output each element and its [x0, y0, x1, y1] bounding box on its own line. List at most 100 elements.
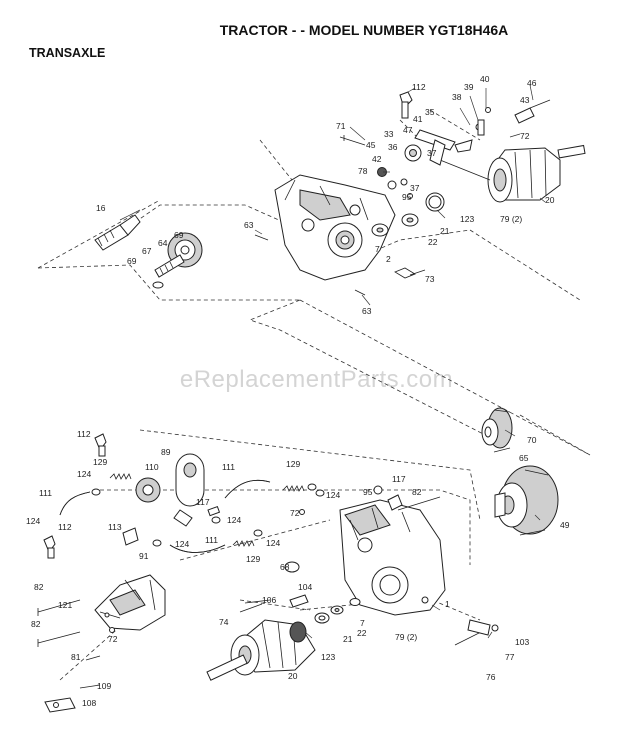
callout-37-upper: 37: [427, 148, 437, 158]
callout-106: 106: [262, 595, 276, 605]
callout-49: 49: [560, 520, 570, 530]
callout-68: 68: [280, 562, 290, 572]
callout-33: 33: [384, 129, 394, 139]
callout-121: 121: [58, 600, 72, 610]
filter-adapter-110: [135, 477, 221, 527]
section-title: TRANSAXLE: [29, 46, 106, 60]
callout-7-lower: 7: [360, 618, 365, 628]
callout-42: 42: [372, 154, 382, 164]
upper-axle-housing: [439, 144, 586, 203]
callout-124-center: 124: [175, 539, 189, 549]
gear-65-70: [481, 407, 513, 453]
callout-110: 110: [145, 462, 159, 472]
callout-71: 71: [336, 121, 346, 131]
bolts: [37, 496, 499, 713]
callout-69-upper: 69: [174, 230, 184, 240]
callout-81: 81: [71, 652, 81, 662]
callout-7-upper: 7: [375, 244, 380, 254]
lower-washers: [244, 594, 361, 624]
callout-1: 1: [445, 599, 450, 609]
callout-124-left: 124: [26, 516, 40, 526]
callout-103: 103: [515, 637, 529, 647]
callout-124-left-top: 124: [77, 469, 91, 479]
lower-axle-housing: [206, 619, 316, 681]
callout-129-lower: 129: [246, 554, 260, 564]
callout-65: 65: [519, 453, 529, 463]
callout-40: 40: [480, 74, 490, 84]
fittings: [43, 433, 403, 573]
callout-76: 76: [486, 672, 496, 682]
page-title: TRACTOR - - MODEL NUMBER YGT18H46A: [219, 22, 509, 38]
callout-124-right: 124: [266, 538, 280, 548]
callout-82-left-bottom: 82: [31, 619, 41, 629]
callout-72-upper: 72: [520, 131, 530, 141]
watermark: eReplacementParts.com: [179, 366, 454, 393]
callout-112-left: 112: [77, 429, 91, 439]
callout-111-lower: 111: [205, 535, 218, 545]
callout-124-mid-right: 124: [326, 490, 340, 500]
callout-82-right: 82: [412, 487, 422, 497]
hoses: [59, 479, 271, 553]
callout-123-lower: 123: [321, 652, 335, 662]
callout-38: 38: [452, 92, 462, 102]
callout-35: 35: [425, 107, 435, 117]
leader-lines: [119, 84, 546, 639]
callout-69-lower: 69: [127, 256, 137, 266]
callout-91: 91: [139, 551, 149, 561]
input-shaft-16: [94, 214, 141, 251]
callout-70: 70: [527, 435, 537, 445]
callout-64: 64: [158, 238, 168, 248]
callout-46: 46: [527, 78, 537, 88]
callout-43: 43: [520, 95, 530, 105]
callout-104: 104: [298, 582, 312, 592]
callout-21-upper: 21: [440, 226, 450, 236]
callout-22-upper: 22: [428, 237, 438, 247]
callout-79-lower: 79 (2): [395, 632, 417, 642]
filter-89: [175, 453, 205, 507]
callout-89: 89: [161, 447, 171, 457]
callout-79-upper: 79 (2): [500, 214, 522, 224]
springs-129: [109, 473, 305, 547]
callout-37-mid: 37: [410, 183, 420, 193]
callout-123-upper: 123: [460, 214, 474, 224]
upper-housing-half: [274, 174, 396, 281]
callout-72-lower: 72: [108, 634, 118, 644]
callout-20-lower: 20: [288, 671, 298, 681]
callout-117-right: 117: [392, 474, 406, 484]
callout-108: 108: [82, 698, 96, 708]
callout-16: 16: [96, 203, 106, 213]
callout-124-mid: 124: [227, 515, 241, 525]
upper-small-parts: [254, 91, 551, 296]
callout-109: 109: [97, 681, 111, 691]
callout-63-lower: 63: [362, 306, 372, 316]
callout-111-left: 111: [39, 488, 52, 498]
callout-82-left-top: 82: [34, 582, 44, 592]
callout-67: 67: [142, 246, 152, 256]
bevel-gear-shaft: [152, 232, 203, 289]
callout-45: 45: [366, 140, 376, 150]
callout-41: 41: [413, 114, 423, 124]
callout-47: 47: [403, 125, 413, 135]
callout-39: 39: [464, 82, 474, 92]
callout-21-lower: 21: [343, 634, 353, 644]
callout-77: 77: [505, 652, 515, 662]
callout-112: 112: [412, 82, 426, 92]
callout-74: 74: [219, 617, 229, 627]
callout-numbers: 112 40 39 38 46 43 41 35 71 33 47 72 45 …: [26, 74, 570, 708]
callout-111-mid: 111: [222, 462, 235, 472]
differential-49: [494, 465, 559, 536]
callout-36: 36: [388, 142, 398, 152]
callout-73: 73: [425, 274, 435, 284]
callout-22-lower: 22: [357, 628, 367, 638]
callout-72-mid: 72: [290, 508, 300, 518]
callout-2: 2: [386, 254, 391, 264]
callout-20-upper: 20: [545, 195, 555, 205]
callout-78: 78: [358, 166, 368, 176]
callout-117-left: 117: [196, 497, 210, 507]
callout-63-upper: 63: [244, 220, 254, 230]
callout-129-mid: 129: [286, 459, 300, 469]
callout-95-upper: 95: [402, 192, 412, 202]
callout-95-lower: 95: [363, 487, 373, 497]
hydro-pump-91: [94, 574, 166, 631]
